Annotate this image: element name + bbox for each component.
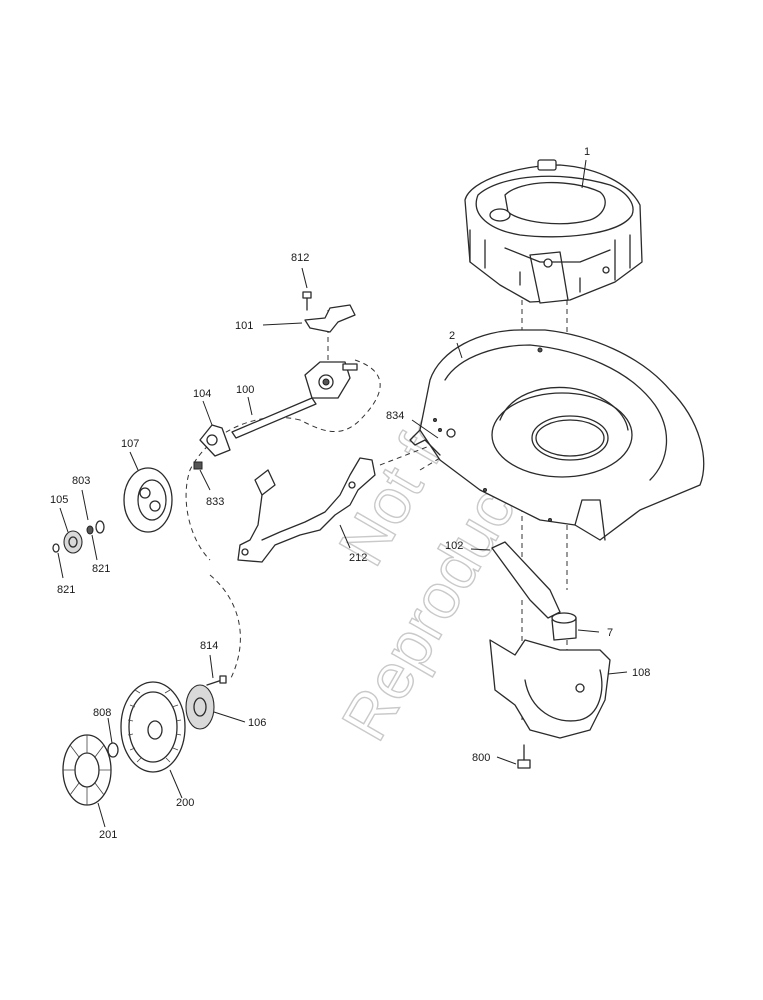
- wheel-200: [120, 681, 186, 773]
- callout-102: 102: [445, 540, 463, 552]
- washer-808: [107, 742, 119, 758]
- callout-821-a: 821: [92, 563, 110, 575]
- washer-803: [95, 520, 105, 534]
- adapter-7: [551, 612, 577, 641]
- height-lever-212: [237, 457, 376, 563]
- callout-834: 834: [386, 410, 404, 422]
- callout-105: 105: [50, 494, 68, 506]
- callout-104: 104: [193, 388, 211, 400]
- hubcap-201: [62, 734, 112, 806]
- bolt-800: [517, 744, 531, 769]
- callout-101: 101: [235, 320, 253, 332]
- clip-821-b: [52, 543, 60, 553]
- callout-labels: 1 2 7 100 101 102 104 105 106 107 108 20…: [50, 146, 650, 841]
- callout-803: 803: [72, 475, 90, 487]
- blade-102: [491, 541, 561, 619]
- screw-812: [302, 291, 312, 311]
- callout-2: 2: [449, 330, 455, 342]
- callout-100: 100: [236, 384, 254, 396]
- gearbox: [304, 361, 358, 399]
- callout-833: 833: [206, 496, 224, 508]
- engine: [464, 159, 643, 304]
- callout-800: 800: [472, 752, 490, 764]
- callout-108: 108: [632, 667, 650, 679]
- callout-821-b: 821: [57, 584, 75, 596]
- clip-821-a: [86, 525, 94, 535]
- callout-106: 106: [248, 717, 266, 729]
- callout-107: 107: [121, 438, 139, 450]
- callout-200: 200: [176, 797, 194, 809]
- callout-212: 212: [349, 552, 367, 564]
- callout-808: 808: [93, 707, 111, 719]
- baffle-108: [489, 639, 611, 739]
- drive-axle-100: [231, 397, 317, 439]
- callout-201: 201: [99, 829, 117, 841]
- mower-deck: [409, 329, 705, 541]
- gear-105: [63, 530, 83, 554]
- nut-833: [193, 461, 203, 470]
- gear-wheel-106: [185, 684, 215, 730]
- bracket-101: [304, 304, 356, 333]
- callout-1: 1: [584, 146, 590, 158]
- screw-814: [206, 675, 227, 686]
- bearing-104: [199, 424, 231, 457]
- pulley-107: [123, 467, 173, 533]
- callout-7: 7: [607, 627, 613, 639]
- callout-814: 814: [200, 640, 218, 652]
- callout-812: 812: [291, 252, 309, 264]
- leader-lines: [57, 159, 628, 828]
